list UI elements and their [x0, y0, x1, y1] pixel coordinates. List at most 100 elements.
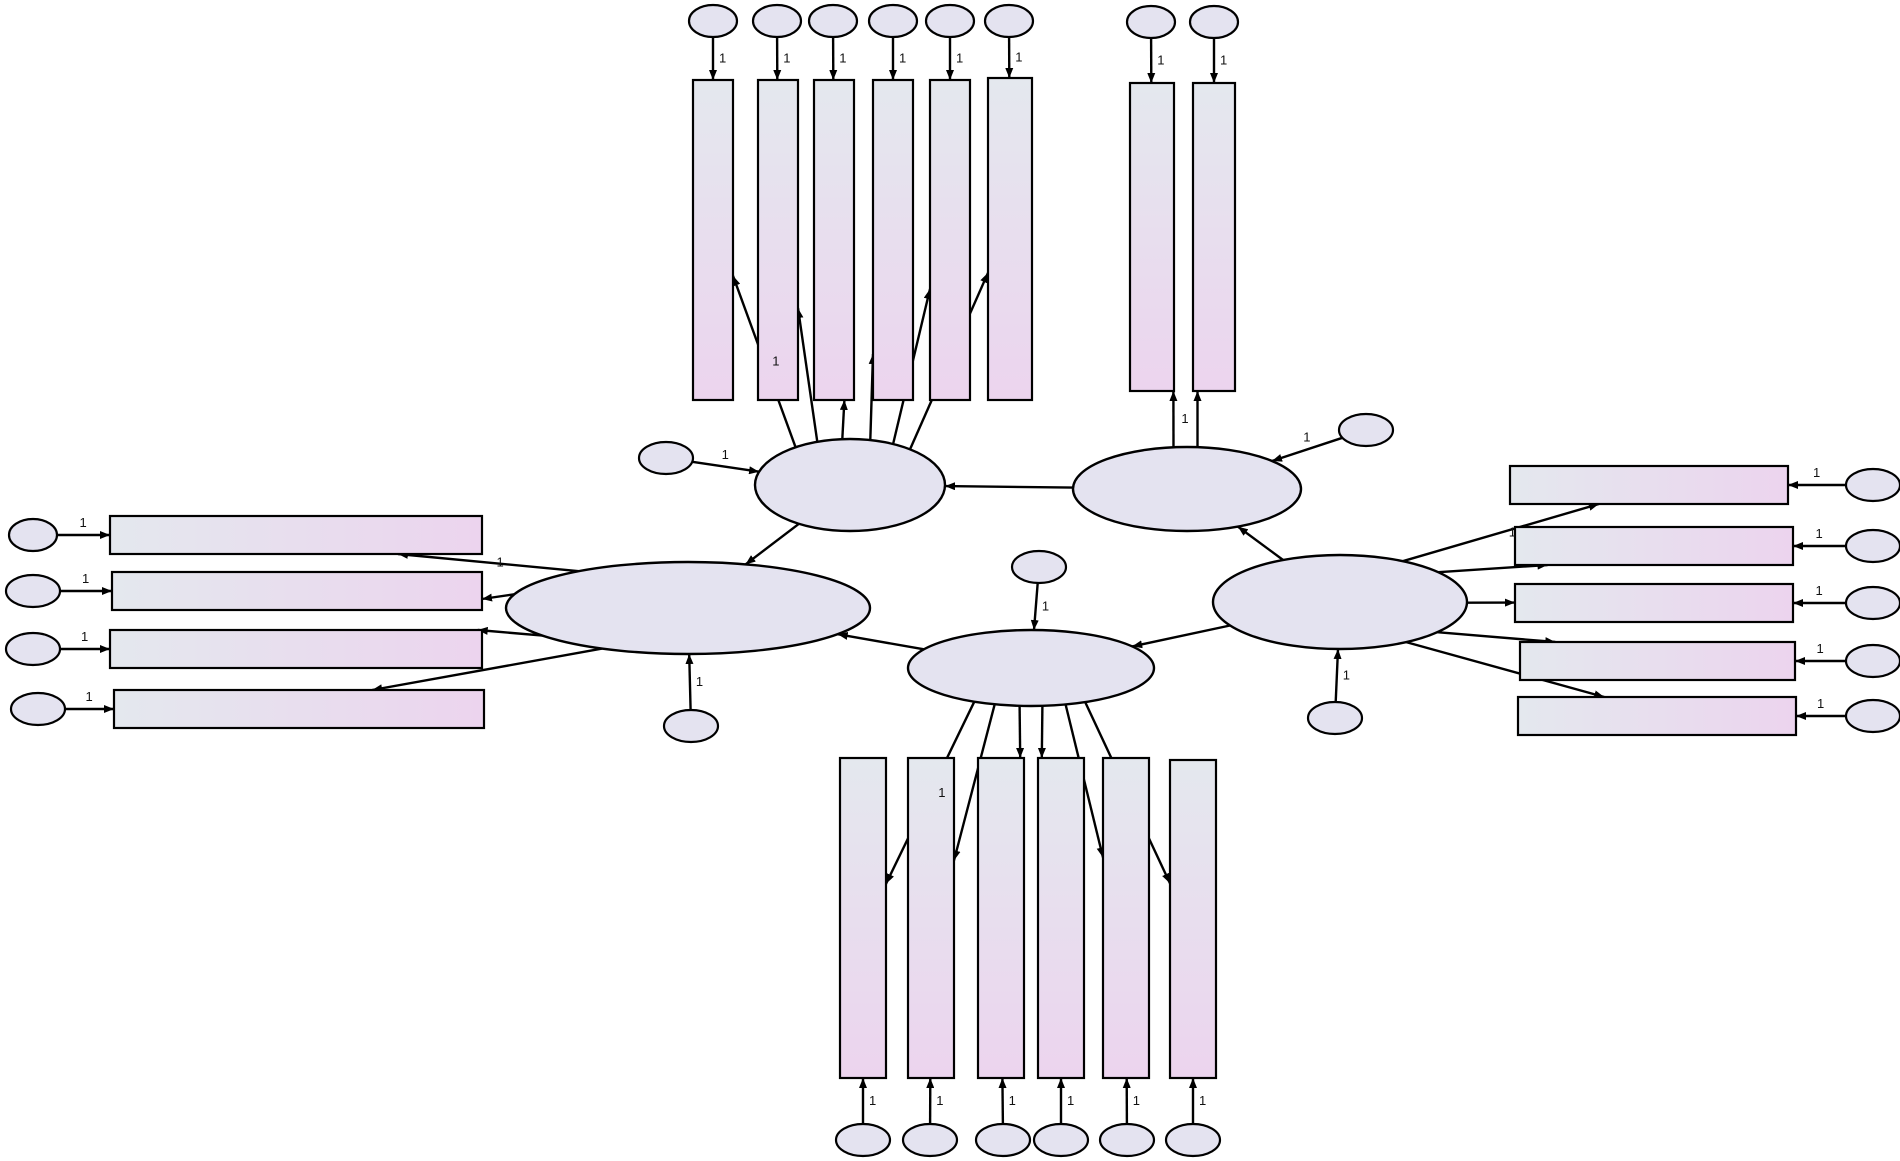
fixed-loading-label-e23: 1	[1199, 1093, 1206, 1108]
observed-box	[108, 628, 484, 670]
error-arrow-e27	[1030, 582, 1039, 631]
error-arrow-e20	[998, 1077, 1007, 1125]
observed-physical-health-perception	[928, 78, 972, 402]
error-ellipse	[4, 631, 62, 667]
error-ellipse	[1306, 700, 1364, 736]
observed-box	[976, 756, 1026, 1080]
fixed-loading-label-e25: 1	[1303, 429, 1310, 444]
error-term-e14	[1844, 528, 1900, 564]
observed-box	[871, 78, 915, 402]
error-ellipse	[807, 3, 859, 39]
fixed-loading-label-e1: 1	[719, 51, 726, 66]
error-term-e16	[1844, 643, 1900, 679]
loading-arrow-o20	[1016, 705, 1025, 759]
structural-path-ipc-to-sa	[1237, 525, 1284, 561]
error-ellipse	[1844, 585, 1900, 621]
fixed-loading-label-e13: 1	[1813, 465, 1820, 480]
error-arrow-e24	[692, 460, 760, 475]
observed-box	[928, 78, 972, 402]
observed-box	[1128, 81, 1176, 393]
observed-memory	[871, 78, 915, 402]
loading-arrow-o11	[477, 626, 543, 637]
observed-box	[1168, 758, 1218, 1080]
error-term-e12	[9, 691, 67, 727]
fixed-loading-label-e6: 1	[1015, 50, 1022, 65]
observed-box	[812, 78, 856, 402]
error-term-e25	[1337, 412, 1395, 448]
observed-box	[1516, 695, 1798, 737]
latent-ellipse	[1211, 553, 1469, 651]
latent-ellipse	[1071, 445, 1303, 533]
error-ellipse	[924, 3, 976, 39]
error-term-e22	[1098, 1122, 1156, 1158]
latent-social-adaptability	[1071, 445, 1303, 533]
fixed-loading-label-e21: 1	[1067, 1093, 1074, 1108]
error-ellipse	[983, 3, 1035, 39]
loading-arrow-o13	[1402, 502, 1600, 563]
fixed-loading-label-e18: 1	[869, 1093, 876, 1108]
fixed-loading-label-e14: 1	[1816, 526, 1823, 541]
error-arrow-e25	[1271, 436, 1343, 463]
loading-arrow-o3	[839, 399, 848, 440]
error-term-e8	[1188, 4, 1240, 40]
observed-attention	[812, 78, 856, 402]
latent-enhancement-of-mental-health-by-tourism	[504, 560, 872, 656]
observed-emotional-stability-status	[691, 78, 735, 402]
observed-box	[986, 76, 1034, 402]
error-ellipse	[7, 517, 59, 553]
latent-ellipse	[753, 437, 947, 533]
error-term-e26	[662, 708, 720, 744]
error-term-e17	[1844, 698, 1900, 734]
observed-learning-ability	[838, 756, 888, 1080]
observed-box	[691, 78, 735, 402]
observed-mental-recovery-ability	[1518, 640, 1797, 682]
fixed-loading-label-e24: 1	[722, 447, 729, 462]
structural-path-ipc-to-cba	[1131, 624, 1231, 649]
error-term-e21	[1032, 1122, 1090, 1158]
error-ellipse	[1010, 549, 1068, 585]
fixed-loading-label-e15: 1	[1816, 583, 1823, 598]
loading-arrow-o9	[397, 550, 580, 573]
observed-sleep-quality	[756, 78, 800, 402]
observed-appetite	[986, 76, 1034, 402]
error-term-e28	[1306, 700, 1364, 736]
observed-mobility	[1168, 758, 1218, 1080]
observed-mental-self-control	[1513, 525, 1795, 567]
error-ellipse	[901, 1122, 959, 1158]
fixed-loading-label-e27: 1	[1042, 599, 1049, 614]
observed-mental-tolerance	[1513, 582, 1795, 624]
fixed-loading-label-e7: 1	[1157, 53, 1164, 68]
loading-arrow-o21	[1037, 705, 1046, 759]
error-ellipse	[4, 573, 62, 609]
error-term-e24	[637, 440, 695, 476]
observed-box	[906, 756, 956, 1080]
error-ellipse	[637, 440, 695, 476]
fixed-loading-label-e4: 1	[899, 51, 906, 66]
error-term-e4	[867, 3, 919, 39]
observed-box	[756, 78, 800, 402]
observed-hobby-concentration	[1101, 756, 1151, 1080]
observed-natural-environment-affinity	[1036, 756, 1086, 1080]
fixed-loading-label-e22: 1	[1133, 1093, 1140, 1108]
fixed-loading-label-e17: 1	[1817, 696, 1824, 711]
observed-continuity-of-enhancing-effect	[110, 570, 484, 612]
error-ellipse	[1844, 643, 1900, 679]
error-term-e2	[751, 3, 803, 39]
observed-box	[108, 514, 484, 556]
fixed-loading-label-e26: 1	[696, 674, 703, 689]
error-term-e19	[901, 1122, 959, 1158]
error-term-e11	[4, 631, 62, 667]
fixed-loading-label-e2: 1	[783, 51, 790, 66]
error-ellipse	[1337, 412, 1395, 448]
fixed-loading-label-e5: 1	[956, 51, 963, 66]
latent-ellipse	[906, 628, 1156, 708]
error-ellipse	[9, 691, 67, 727]
observed-box	[1518, 640, 1797, 682]
observed-box	[1513, 582, 1795, 624]
observed-attractiveness-of-the-sights	[108, 628, 484, 670]
observed-box	[838, 756, 888, 1080]
error-term-e3	[807, 3, 859, 39]
observed-environmental-adaptability	[1191, 81, 1237, 393]
observed-box	[1191, 81, 1237, 393]
